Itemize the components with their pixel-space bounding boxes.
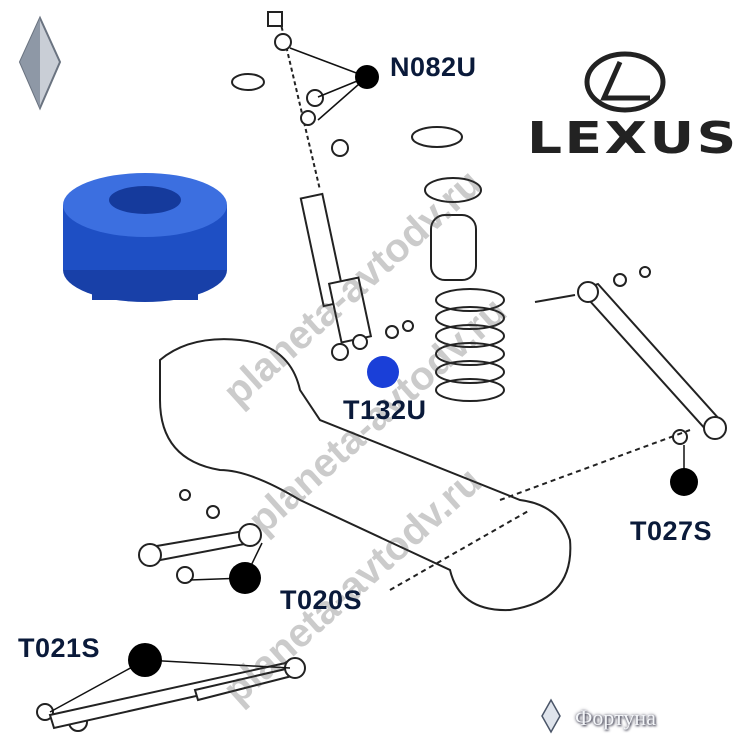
axle-housing xyxy=(159,338,691,612)
part-label-t021s[interactable]: T021S xyxy=(18,633,101,663)
lower-control-arms xyxy=(48,523,306,730)
diamond-logo-icon xyxy=(18,15,62,111)
bushing-photo xyxy=(63,173,227,302)
part-label-t132u[interactable]: T132U xyxy=(343,395,427,425)
marker-n082u xyxy=(355,65,379,89)
leader-lines xyxy=(49,47,685,713)
lexus-emblem-icon xyxy=(584,51,666,113)
part-label-n082u[interactable]: N082U xyxy=(390,52,477,82)
fortuna-logo-text: Фортуна xyxy=(575,705,656,730)
marker-t021s xyxy=(128,643,162,677)
part-label-t027s[interactable]: T027S xyxy=(630,516,713,546)
marker-t132u-highlighted xyxy=(367,356,399,388)
lateral-rod xyxy=(534,281,727,440)
coil-spring xyxy=(411,126,505,402)
hardware xyxy=(36,11,688,732)
part-label-t020s[interactable]: T020S xyxy=(280,585,363,615)
marker-t020s xyxy=(229,562,261,594)
lexus-logo-text: LEXUS xyxy=(527,113,739,164)
marker-t027s xyxy=(670,468,698,496)
